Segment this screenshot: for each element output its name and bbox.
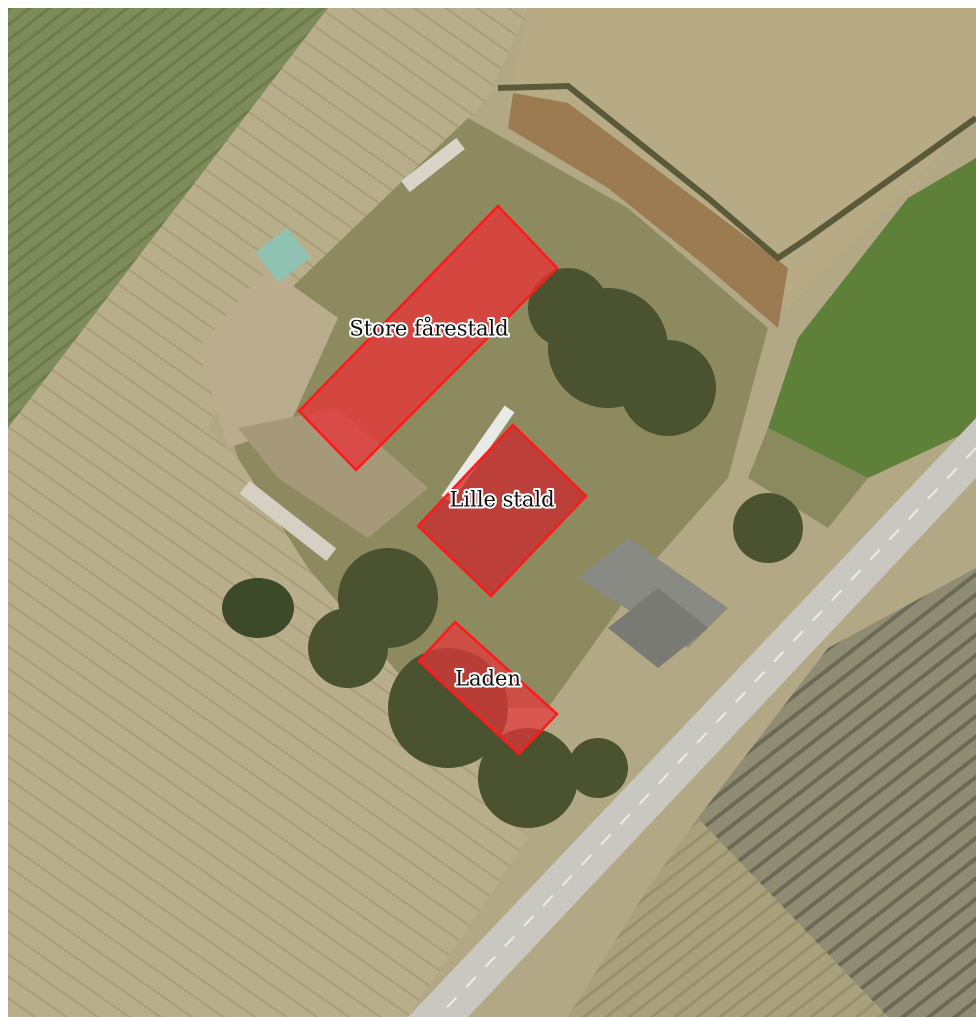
- field-southeast: [698, 568, 976, 1017]
- yard-gravel: [238, 408, 428, 538]
- building-outline[interactable]: [416, 423, 588, 598]
- aerial-map[interactable]: Store fårestald Lille stald Laden: [8, 8, 976, 1017]
- farmhouse-wing: [608, 588, 708, 668]
- pond: [222, 578, 294, 638]
- building-laden[interactable]: Laden: [417, 620, 559, 756]
- map-frame[interactable]: Store fårestald Lille stald Laden: [8, 8, 976, 1017]
- shed-west: [239, 480, 337, 562]
- road[interactable]: [408, 418, 976, 1017]
- building-label: Lille stald: [449, 488, 554, 512]
- building-label: Laden: [455, 667, 521, 691]
- field-southwest: [8, 428, 528, 1017]
- trees: [308, 268, 803, 828]
- hay-bales: [255, 227, 311, 283]
- road-centerline: [437, 447, 976, 1017]
- building-lille-stald[interactable]: Lille stald: [416, 423, 588, 598]
- field-northeast: [508, 8, 976, 308]
- yard-dirt: [198, 268, 338, 448]
- hedge-north: [497, 82, 976, 262]
- earth-bank: [508, 93, 788, 328]
- building-outline[interactable]: [297, 204, 559, 472]
- field-south: [568, 818, 888, 1017]
- greenhouse: [441, 405, 515, 503]
- building-label: Store fårestald: [349, 317, 508, 341]
- meadow-east-patch: [748, 428, 868, 528]
- building-outline[interactable]: [417, 620, 559, 756]
- shed-north: [401, 137, 465, 193]
- meadow-east: [768, 158, 976, 478]
- building-store-farestald[interactable]: Store fårestald: [297, 204, 559, 472]
